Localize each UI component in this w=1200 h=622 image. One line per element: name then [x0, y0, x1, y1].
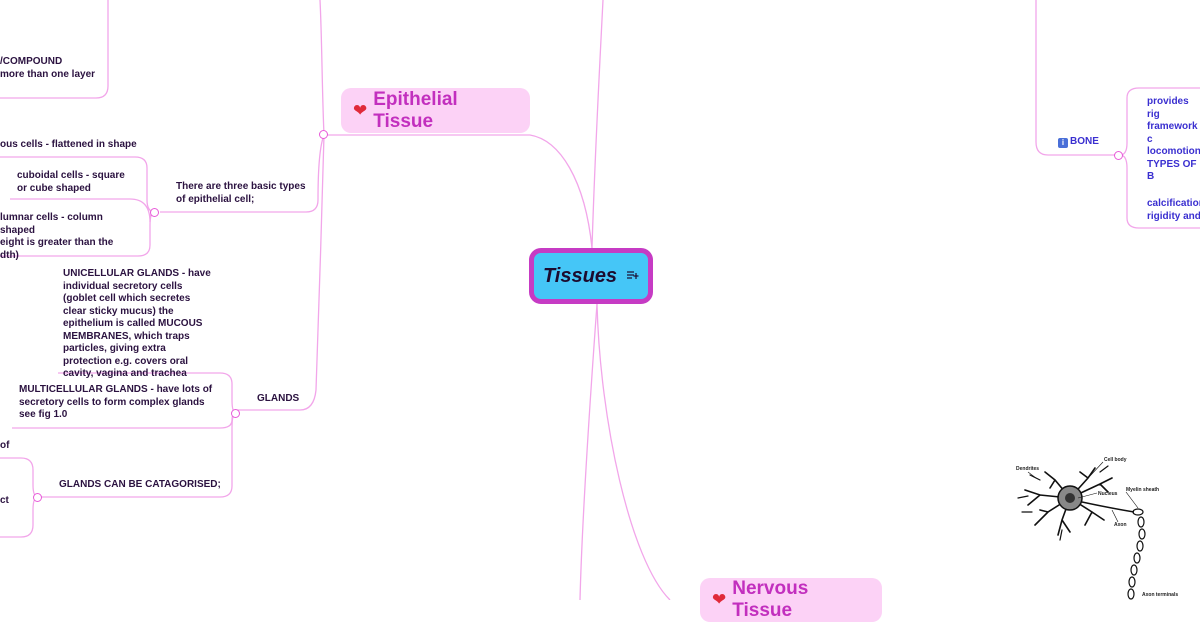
branch-toggle[interactable] [231, 409, 240, 418]
unicellular-node[interactable]: UNICELLULAR GLANDS - have individual sec… [63, 268, 211, 379]
heart-icon: ❤ [712, 590, 727, 609]
neuron-label-dendrites: Dendrites [1016, 466, 1039, 472]
heart-icon: ❤ [353, 100, 368, 120]
neuron-label-myelin: Myelin sheath [1126, 487, 1159, 493]
columnar-node[interactable]: lumnar cells - column shaped eight is gr… [0, 212, 114, 261]
neuron-label-axon-terminals: Axon terminals [1142, 592, 1178, 598]
fragment-node[interactable]: of [0, 440, 10, 451]
neuron-diagram: Dendrites Cell body Nucleus Myelin sheat… [1016, 457, 1178, 600]
multicellular-node[interactable]: MULTICELLULAR GLANDS - have lots of secr… [19, 384, 213, 420]
stratified-desc: more than one layer [0, 68, 96, 80]
categorised-node[interactable]: GLANDS CAN BE CATAGORISED; [59, 479, 221, 490]
neuron-label-cell-body: Cell body [1104, 457, 1127, 463]
central-topic[interactable]: Tissues [529, 248, 653, 304]
epithelial-topic[interactable]: ❤ Epithelial Tissue [341, 88, 530, 133]
types-node[interactable]: There are three basic types of epithelia… [176, 181, 306, 205]
epithelial-title: Epithelial Tissue [373, 88, 458, 132]
branch-toggle[interactable] [1114, 151, 1123, 160]
glands-node[interactable]: GLANDS [257, 393, 300, 404]
nervous-title: Nervous Tissue [732, 578, 809, 621]
bone-label: BONE [1070, 136, 1099, 147]
bone-calcification-node[interactable]: calcification rigidity and [1147, 198, 1200, 222]
notes-icon [627, 271, 639, 279]
stratified-compound: /COMPOUND [0, 56, 63, 67]
branch-toggle[interactable] [33, 493, 42, 502]
bone-desc-node[interactable]: provides rig framework c locomotion. TYP… [1147, 96, 1200, 182]
neuron-label-axon: Axon [1114, 522, 1127, 528]
squamous-node[interactable]: ous cells - flattened in shape [0, 139, 137, 150]
nervous-topic[interactable]: ❤ Nervous Tissue [700, 578, 882, 622]
central-title: Tissues [542, 264, 618, 287]
branch-toggle[interactable] [150, 208, 159, 217]
neuron-label-nucleus: Nucleus [1098, 491, 1118, 497]
fragment-node[interactable]: ct [0, 495, 9, 506]
stratified-node[interactable]: /COMPOUND more than one layer [0, 56, 100, 81]
cuboidal-node[interactable]: cuboidal cells - square or cube shaped [17, 170, 125, 194]
info-icon: i [1058, 138, 1068, 148]
branch-toggle[interactable] [319, 130, 328, 139]
